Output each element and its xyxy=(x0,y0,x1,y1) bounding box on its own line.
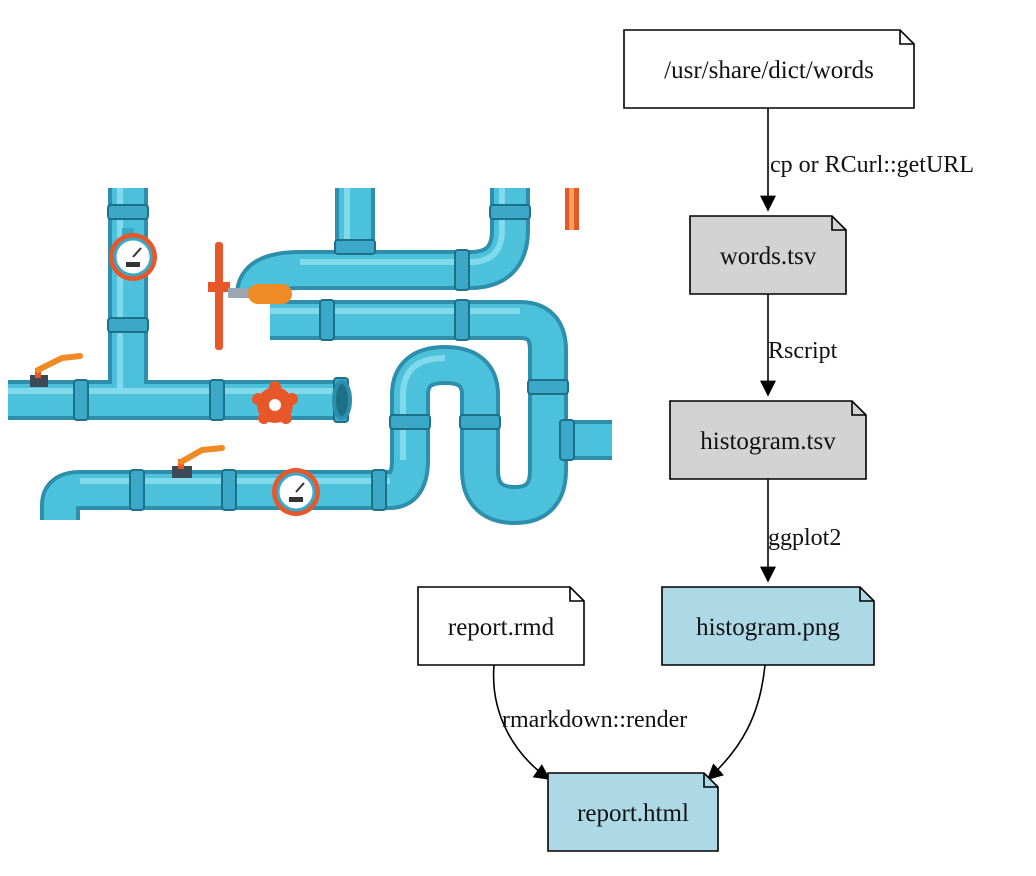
node-histtsv: histogram.tsv xyxy=(669,400,867,480)
node-label: /usr/share/dict/words xyxy=(664,57,874,84)
lever-valve-icon xyxy=(172,445,225,478)
node-label: histogram.png xyxy=(696,614,840,641)
note-fold xyxy=(703,773,718,788)
node-dict: /usr/share/dict/words xyxy=(623,29,915,109)
edge-label-dict-words: cp or RCurl::getURL xyxy=(770,152,974,178)
note-fold xyxy=(569,587,584,602)
note-shape xyxy=(417,586,585,666)
pressure-gauge-icon xyxy=(272,468,320,516)
node-histpng: histogram.png xyxy=(661,586,875,666)
edges-layer: cp or RCurl::getURLRscriptggplot2rmarkdo… xyxy=(492,108,974,781)
note-fold xyxy=(899,30,914,45)
valve-handwheel-icon xyxy=(252,381,298,424)
note-fold xyxy=(831,216,846,231)
note-fold xyxy=(851,401,866,416)
edge-histpng-html xyxy=(706,664,766,781)
note-shape xyxy=(689,215,847,295)
lever-valve-icon xyxy=(30,353,83,387)
note-shape xyxy=(623,29,915,109)
note-fold xyxy=(859,587,874,602)
node-words: words.tsv xyxy=(689,215,847,295)
node-label: report.rmd xyxy=(448,614,555,641)
note-shape xyxy=(661,586,875,666)
node-label: histogram.tsv xyxy=(700,428,836,455)
pipes-illustration xyxy=(8,188,612,526)
node-html: report.html xyxy=(547,772,719,852)
node-label: words.tsv xyxy=(720,243,817,270)
note-shape xyxy=(669,400,867,480)
note-shape xyxy=(547,772,719,852)
edge-label-rmd-html: rmarkdown::render xyxy=(502,707,687,733)
edge-label-words-histtsv: Rscript xyxy=(768,338,838,364)
s-bend-pipe xyxy=(44,348,564,522)
pressure-gauge-icon xyxy=(109,228,157,281)
edge-rmd-html xyxy=(492,664,551,780)
edge-label-histtsv-histpng: ggplot2 xyxy=(768,525,841,551)
node-rmd: report.rmd xyxy=(417,586,585,666)
node-label: report.html xyxy=(577,800,689,827)
horizontal-pipe-middle xyxy=(270,304,612,456)
nodes-layer: /usr/share/dict/words words.tsv histogram.… xyxy=(417,29,915,852)
elbow-pipe-top-right xyxy=(239,188,526,297)
valve-wheel-icon xyxy=(208,242,292,350)
